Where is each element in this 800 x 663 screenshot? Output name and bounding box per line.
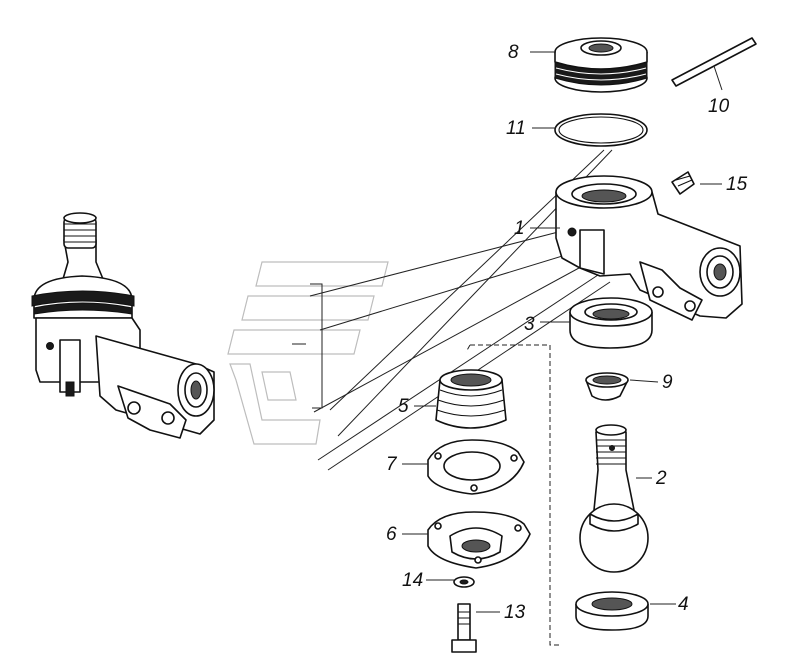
part-9-cup	[585, 372, 629, 401]
part-13-bolt	[451, 603, 477, 653]
callout-11: 11	[506, 118, 526, 139]
callout-4: 4	[678, 594, 689, 615]
callout-7: 7	[386, 454, 398, 475]
part-5-boot	[435, 369, 507, 429]
part-7-gasket	[427, 439, 525, 495]
callout-6: 6	[386, 524, 397, 545]
assembled-tie-rod-end	[31, 212, 215, 439]
callout-13: 13	[504, 602, 526, 623]
part-8-cap	[554, 37, 648, 93]
watermark-logo	[227, 261, 389, 445]
part-2-ball-stud	[579, 424, 649, 573]
callout-10: 10	[708, 96, 730, 117]
part-11-ring	[554, 113, 648, 147]
callout-15: 15	[726, 174, 748, 195]
part-4-seat	[575, 591, 649, 631]
callout-3: 3	[524, 314, 535, 335]
callout-1: 1	[514, 218, 525, 239]
part-6-cover	[427, 511, 531, 569]
part-1-housing	[555, 175, 743, 321]
part-14-washer	[453, 576, 475, 588]
leader-lines	[402, 51, 723, 613]
callout-labels: 8 10 11 15 1 3 9 2 4 5 7 6 14 13	[386, 42, 748, 623]
callout-9: 9	[662, 372, 673, 393]
callout-8: 8	[508, 42, 519, 63]
callout-2: 2	[655, 468, 667, 489]
part-3-bearing	[569, 297, 653, 349]
part-15-fitting	[671, 171, 695, 195]
callout-14: 14	[402, 570, 423, 591]
callout-5: 5	[398, 396, 409, 417]
part-10-pin	[671, 37, 757, 87]
